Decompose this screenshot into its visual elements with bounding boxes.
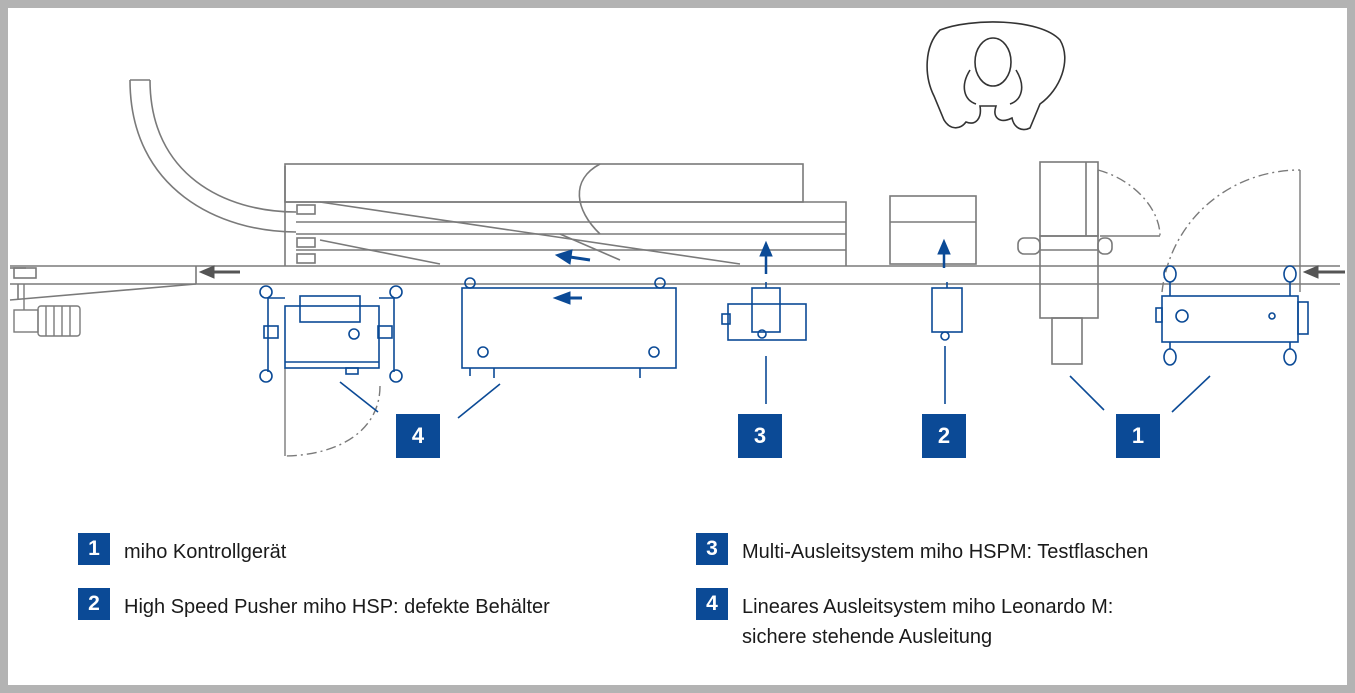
legend-item-3: 3 Multi-Ausleitsystem miho HSPM: Testfla… xyxy=(696,533,1148,567)
legend-text: miho Kontrollgerät xyxy=(124,541,287,563)
curved-infeed xyxy=(129,79,297,233)
legend-number: 1 xyxy=(78,533,110,565)
legend-item-4: 4 Lineares Ausleitsystem miho Leonardo M… xyxy=(696,588,1113,652)
hspm-device xyxy=(721,282,807,341)
flow-arrow-icon xyxy=(198,265,1345,279)
inspection-base xyxy=(1155,265,1309,366)
legend-text: Multi-Ausleitsystem miho HSPM: Testflasc… xyxy=(742,541,1149,563)
legend-number: 2 xyxy=(78,588,110,620)
conveyor-lines xyxy=(9,265,1340,301)
buffer-table xyxy=(284,163,847,266)
pusher-housing xyxy=(889,195,977,265)
inspection-device xyxy=(1017,161,1113,365)
hsp-device xyxy=(931,282,963,341)
legend-text: High Speed Pusher miho HSP: defekte Behä… xyxy=(124,596,550,618)
legend-text-line-1: Lineares Ausleitsystem miho Leonardo M: xyxy=(742,596,1114,618)
flow-arrow-icon xyxy=(552,238,951,305)
leonardo-drive xyxy=(259,285,403,383)
operator-icon xyxy=(926,21,1066,131)
legend-text: Lineares Ausleitsystem miho Leonardo M: … xyxy=(742,592,1113,652)
callout-2: 2 xyxy=(922,414,966,458)
callout-leaders xyxy=(339,346,1211,419)
motor-icon xyxy=(13,284,81,337)
callout-4: 4 xyxy=(396,414,440,458)
legend-item-1: 1 miho Kontrollgerät xyxy=(78,533,286,567)
leonardo-transfer xyxy=(461,277,677,378)
legend-number: 4 xyxy=(696,588,728,620)
legend-number: 3 xyxy=(696,533,728,565)
callout-1: 1 xyxy=(1116,414,1160,458)
legend-text-line-2: sichere stehende Ausleitung xyxy=(742,626,993,648)
callout-3: 3 xyxy=(738,414,782,458)
legend-item-2: 2 High Speed Pusher miho HSP: defekte Be… xyxy=(78,588,550,622)
